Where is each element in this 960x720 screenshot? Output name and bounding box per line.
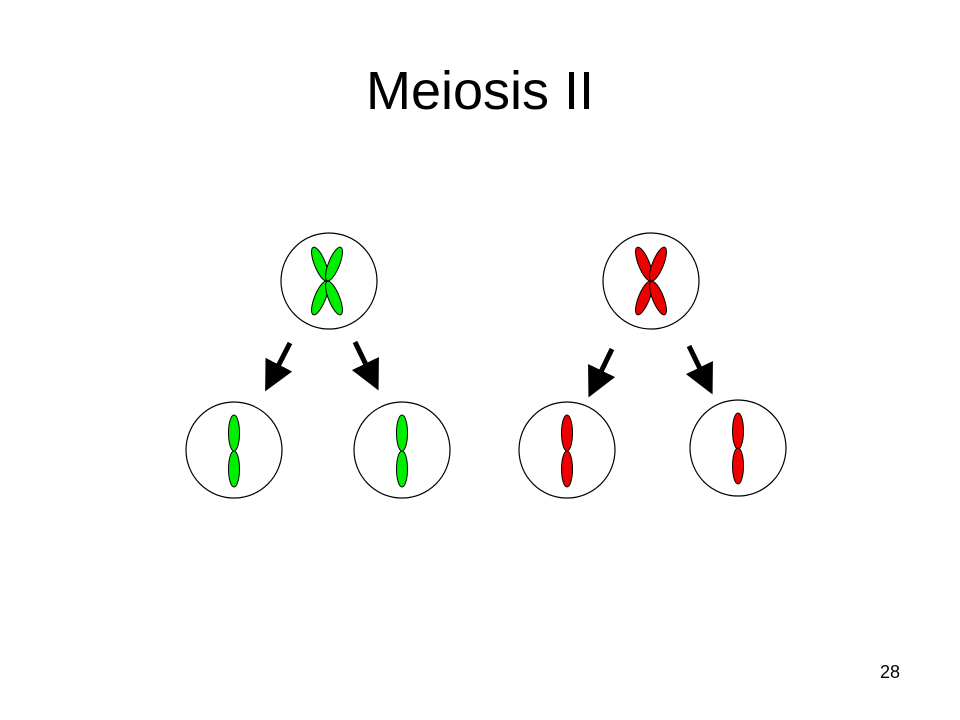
chromatid-arm xyxy=(561,450,573,488)
arrow-green-left xyxy=(265,341,293,392)
chromosome-x-red xyxy=(635,246,667,316)
chromosome-x-green xyxy=(311,246,343,316)
chromatid xyxy=(649,246,667,282)
arrow-green-right xyxy=(351,340,379,391)
chromatid-green xyxy=(396,414,408,488)
chromatid-arm xyxy=(396,450,408,488)
chromatid-red xyxy=(561,414,573,488)
daughter-cell-green-2 xyxy=(353,401,451,499)
chromatid-arm xyxy=(396,414,408,452)
chromatid-red xyxy=(732,412,744,485)
arrow-red-right xyxy=(685,344,713,395)
daughter-cell-green-1 xyxy=(185,401,283,499)
parent-cell-green xyxy=(280,232,378,330)
chromatid-arm xyxy=(561,414,573,452)
chromatid xyxy=(325,280,343,316)
slide-title: Meiosis II xyxy=(365,61,595,121)
chromatid-green xyxy=(228,414,240,488)
chromatid xyxy=(325,246,343,282)
chromatid-arm xyxy=(228,414,240,452)
slide-number: 28 xyxy=(879,662,900,682)
daughter-cell-red-1 xyxy=(518,401,616,499)
arrow-red-left xyxy=(588,347,616,398)
chromatid-arm xyxy=(228,450,240,488)
daughter-cell-red-2 xyxy=(689,399,787,497)
parent-cell-red xyxy=(602,232,700,330)
chromatid-arm xyxy=(732,447,744,485)
chromatid xyxy=(649,280,667,316)
chromatid-arm xyxy=(732,412,744,450)
